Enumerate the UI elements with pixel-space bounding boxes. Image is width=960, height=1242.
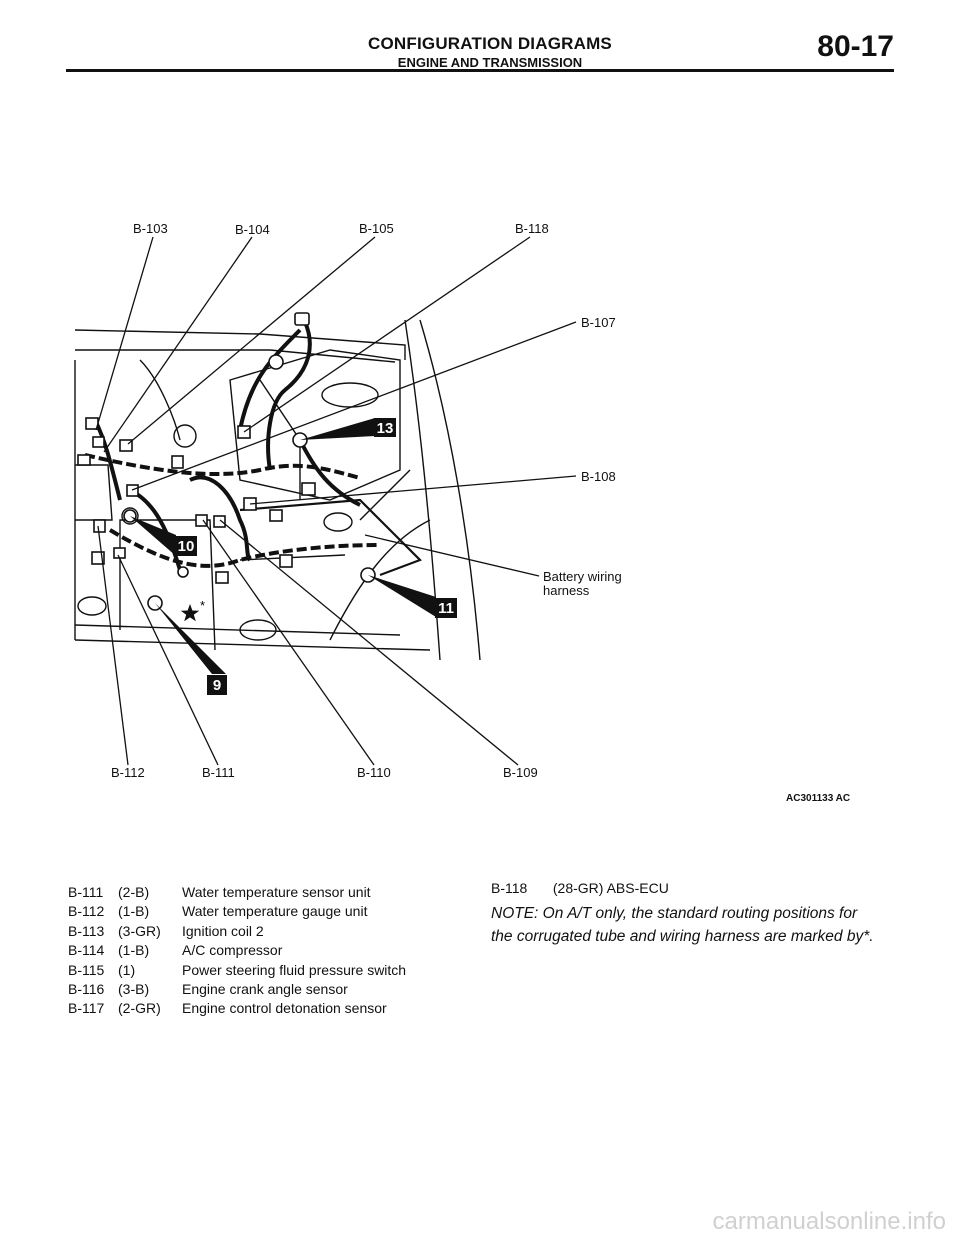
label-battery-wiring: Battery wiring — [543, 569, 622, 584]
label-b103: B-103 — [133, 221, 168, 236]
callout-9: 9 — [213, 677, 221, 694]
star-asterisk: * — [200, 598, 205, 613]
label-b110: B-110 — [357, 765, 391, 780]
callout-9-box — [207, 675, 227, 695]
label-b111: B-111 — [202, 765, 235, 780]
legend-spec: (3-B) — [118, 981, 150, 998]
wiring-harness — [84, 321, 381, 571]
page-number: 80-17 — [817, 30, 894, 63]
legend-row: B-114 (1-B) A/C compressor — [68, 941, 406, 960]
legend-row: B-117 (2-GR) Engine control detonation s… — [68, 999, 406, 1018]
legend-code: B-114 — [68, 942, 105, 959]
label-b107: B-107 — [581, 315, 616, 330]
watermark: carmanualsonline.info — [712, 1208, 946, 1235]
callout-11-box — [435, 598, 457, 618]
legend-name: ABS-ECU — [606, 880, 669, 896]
legend-name: Water temperature gauge unit — [182, 903, 368, 920]
callout-pointers — [130, 418, 436, 674]
legend-code: B-113 — [68, 922, 105, 939]
legend-spec: (1-B) — [118, 942, 150, 959]
routing-note: NOTE: On A/T only, the standard routing … — [491, 905, 874, 945]
legend-code: B-115 — [68, 961, 105, 978]
engine-bay-outline — [74, 319, 481, 661]
header-subtitle: ENGINE AND TRANSMISSION — [397, 55, 583, 70]
label-b105: B-105 — [359, 221, 394, 236]
legend-code: B-112 — [68, 903, 105, 920]
callout-10: 10 — [178, 538, 195, 555]
legend-name: Power steering fluid pressure switch — [182, 961, 407, 978]
legend-row-b118: B-118 (28-GR) ABS-ECU — [491, 880, 891, 896]
callout-10-box — [175, 536, 197, 556]
label-b104: B-104 — [235, 222, 270, 237]
callout-11: 11 — [438, 600, 454, 617]
legend-row: B-112 (1-B) Water temperature gauge unit — [68, 902, 406, 921]
legend-name: Engine control detonation sensor — [182, 1000, 387, 1017]
legend-row: B-111 (2-B) Water temperature sensor uni… — [68, 883, 406, 902]
battery-wiring-harness-path — [239, 498, 422, 577]
engine-harness-diagram: 13 10 11 9 * B-103 B-104 B-105 B-118 B-1… — [74, 221, 622, 780]
header-title: CONFIGURATION DIAGRAMS — [368, 34, 612, 53]
legend-name: Water temperature sensor unit — [182, 884, 371, 900]
leader-lines — [95, 236, 577, 766]
connector-legend: B-111 (2-B) Water temperature sensor uni… — [68, 883, 406, 1019]
label-battery-harness: harness — [543, 583, 590, 598]
legend-name: Ignition coil 2 — [182, 922, 264, 939]
callout-13-box — [374, 418, 396, 437]
legend-row: B-113 (3-GR) Ignition coil 2 — [68, 922, 406, 941]
legend-code: B-116 — [68, 981, 105, 998]
legend-spec: (1-B) — [118, 903, 150, 920]
star-icon — [180, 604, 200, 622]
connectors — [77, 312, 376, 611]
legend-name: A/C compressor — [182, 942, 283, 959]
right-column: B-118 (28-GR) ABS-ECU NOTE: On A/T only,… — [491, 880, 891, 948]
figure-code: AC301133 AC — [786, 793, 851, 804]
legend-name: Engine crank angle sensor — [182, 981, 348, 998]
label-b108: B-108 — [581, 469, 616, 484]
legend-spec: (2-GR) — [118, 1000, 161, 1017]
legend-row: B-116 (3-B) Engine crank angle sensor — [68, 980, 406, 999]
legend-spec: (3-GR) — [118, 922, 161, 939]
label-b118: B-118 — [515, 221, 549, 236]
legend-spec: (2-B) — [118, 884, 150, 900]
legend-code: B-118 — [491, 880, 528, 896]
label-b109: B-109 — [503, 765, 538, 780]
legend-code: B-111 — [68, 884, 104, 900]
header-rule — [66, 69, 894, 72]
label-b112: B-112 — [111, 765, 145, 780]
callout-13: 13 — [377, 420, 394, 437]
legend-row: B-115 (1) Power steering fluid pressure … — [68, 961, 406, 980]
legend-code: B-117 — [68, 1000, 105, 1017]
legend-spec: (1) — [118, 961, 136, 978]
legend-spec: (28-GR) — [552, 880, 604, 896]
